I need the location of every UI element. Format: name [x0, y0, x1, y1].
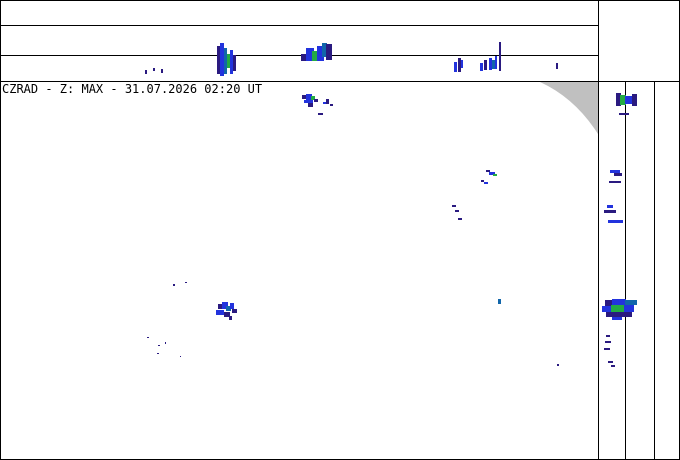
- top-profile-echoes: [145, 42, 558, 76]
- top-profile-panel: [0, 25, 680, 82]
- no-coverage-area: [540, 82, 598, 134]
- side-profile-panel: [598, 0, 655, 460]
- side-profile-echoes: [602, 93, 637, 367]
- map-title: CZRAD - Z: MAX - 31.07.2026 02:20 UT: [2, 82, 262, 96]
- plan-view-echoes: [147, 94, 559, 366]
